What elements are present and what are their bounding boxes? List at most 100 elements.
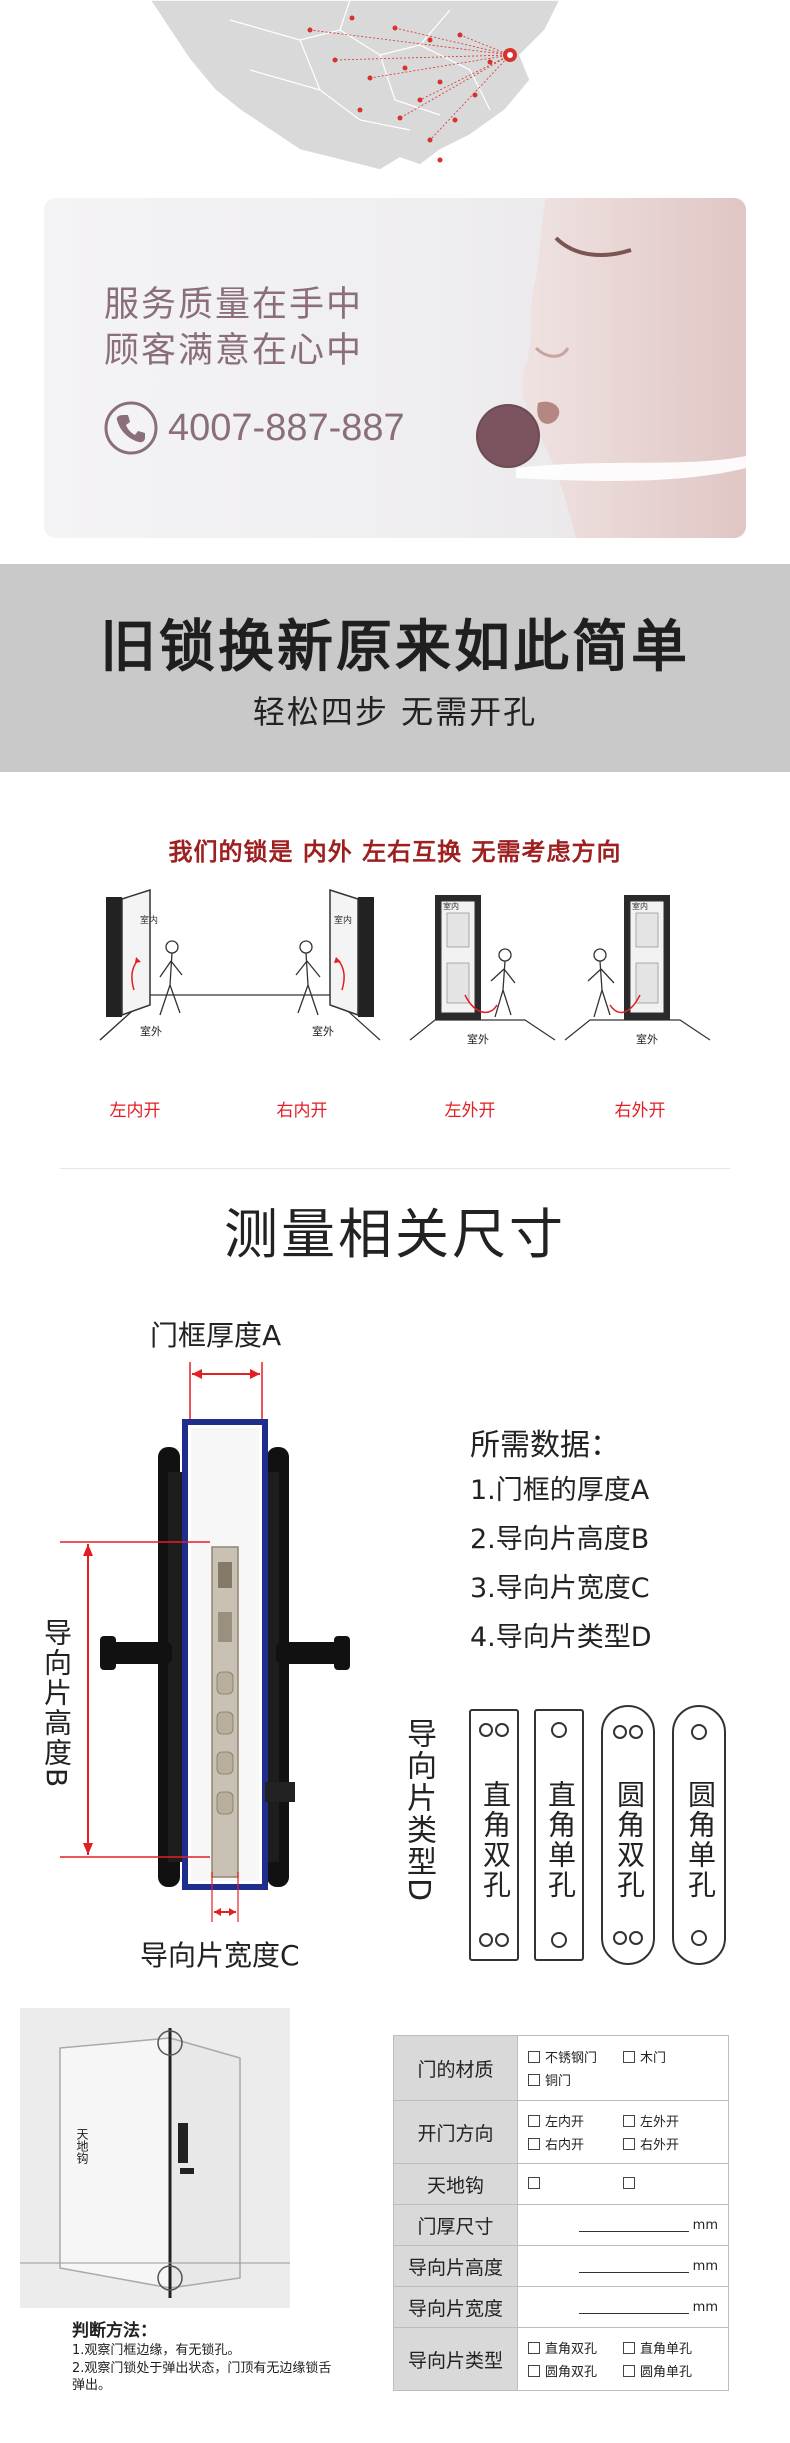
form-hook-label: 天地钩 (393, 2163, 518, 2205)
checkbox-icon (528, 2051, 540, 2063)
door-1-outdoor-text: 室外 (140, 1024, 162, 1038)
service-hotline[interactable]: 4007-887-887 (104, 401, 405, 455)
measure-title: 测量相关尺寸 (224, 1203, 566, 1266)
form-type-options: 直角双孔 直角单孔 圆角双孔 圆角单孔 (517, 2327, 729, 2391)
form-row-type: 导向片类型 直角双孔 直角单孔 圆角双孔 圆角单孔 (393, 2327, 729, 2391)
form-row-direction: 开门方向 左内开 左外开 右内开 右外开 (393, 2100, 729, 2164)
plate-type-2: 直角单孔 (544, 1780, 577, 1900)
form-type-label: 导向片类型 (393, 2327, 518, 2391)
section-divider (60, 1168, 730, 1169)
floor-ceiling-hook-photo: 天地钩 (20, 2008, 290, 2308)
form-row-width: 导向片宽度 mm (393, 2286, 729, 2328)
service-card: 服务质量在手中 顾客满意在心中 4007-887-887 (44, 198, 746, 538)
check-method-line-1: 1.观察门框边缘，有无锁孔。 (72, 2343, 241, 2358)
door-2-outdoor-text: 室外 (312, 1024, 334, 1038)
china-map (149, 0, 561, 171)
hook-option-2[interactable] (623, 2176, 718, 2192)
door-label-2: 右内开 (276, 1101, 328, 1121)
form-width-field[interactable]: mm (517, 2286, 729, 2328)
checkbox-icon (528, 2365, 540, 2377)
direction-option-2[interactable]: 左外开 (623, 2111, 718, 2130)
material-option-1[interactable]: 不锈钢门 (528, 2047, 623, 2066)
required-item-3: 3.导向片宽度C (470, 1573, 650, 1604)
checkbox-icon (623, 2051, 635, 2063)
door-diagram-right-inward: 室内 室外 (240, 888, 381, 1041)
service-slogan-line-2: 顾客满意在心中 (104, 331, 364, 371)
type-option-1[interactable]: 直角双孔 (528, 2338, 623, 2357)
check-method-line-2: 2.观察门锁处于弹出状态，门顶有无边缘锁舌弹出。 (72, 2361, 332, 2393)
door-direction-heading: 我们的锁是 内外 左右互换 无需考虑方向 (168, 837, 622, 866)
form-row-height: 导向片高度 mm (393, 2245, 729, 2287)
checkbox-icon (623, 2138, 635, 2150)
door-3-outdoor-text: 室外 (467, 1032, 489, 1046)
form-thickness-field[interactable]: mm (517, 2204, 729, 2246)
checkbox-icon (623, 2365, 635, 2377)
form-height-field[interactable]: mm (517, 2245, 729, 2287)
plate-round-double (601, 1705, 655, 1965)
checkbox-icon (528, 2115, 540, 2127)
banner-subtitle: 轻松四步 无需开孔 (252, 693, 538, 731)
guide-plate-types-diagram (469, 1705, 726, 1965)
material-option-2[interactable]: 木门 (623, 2047, 718, 2066)
type-option-3[interactable]: 圆角双孔 (528, 2361, 623, 2380)
plate-type-1: 直角双孔 (479, 1780, 512, 1900)
checkbox-icon (528, 2074, 540, 2086)
material-option-3[interactable]: 铜门 (528, 2070, 623, 2089)
checkbox-icon (528, 2176, 540, 2189)
door-label-4: 右外开 (614, 1101, 666, 1121)
door-4-indoor-text: 室内 (632, 901, 648, 911)
required-item-1: 1.门框的厚度A (470, 1475, 650, 1506)
plate-type-4: 圆角单孔 (684, 1780, 717, 1900)
phone-icon (104, 401, 158, 455)
direction-option-3[interactable]: 右内开 (528, 2134, 623, 2153)
checkbox-icon (623, 2176, 635, 2189)
required-item-2: 2.导向片高度B (470, 1524, 650, 1555)
door-diagram-right-outward: 室内 室外 (564, 895, 711, 1046)
form-thickness-label: 门厚尺寸 (393, 2204, 518, 2246)
form-row-hook: 天地钩 (393, 2163, 729, 2205)
form-hook-options (517, 2163, 729, 2205)
banner-title: 旧锁换新原来如此简单 (100, 615, 690, 680)
customer-service-photo (476, 198, 746, 538)
plate-type-3: 圆角双孔 (613, 1780, 646, 1900)
door-1-indoor-text: 室内 (140, 914, 158, 926)
hook-photo-text: 天地钩 (75, 2128, 89, 2165)
checkbox-icon (528, 2342, 540, 2354)
door-label-3: 左外开 (444, 1101, 496, 1121)
checkbox-icon (623, 2342, 635, 2354)
direction-option-4[interactable]: 右外开 (623, 2134, 718, 2153)
door-2-indoor-text: 室内 (334, 914, 352, 926)
check-method-title: 判断方法： (72, 2321, 157, 2341)
form-width-label: 导向片宽度 (393, 2286, 518, 2328)
form-height-label: 导向片高度 (393, 2245, 518, 2287)
door-diagram-left-outward: 室内 室外 (409, 895, 556, 1046)
form-direction-label: 开门方向 (393, 2100, 518, 2164)
promo-banner: 旧锁换新原来如此简单 轻松四步 无需开孔 (0, 564, 790, 772)
type-option-2[interactable]: 直角单孔 (623, 2338, 718, 2357)
required-item-4: 4.导向片类型D (470, 1622, 652, 1653)
plate-square-single (534, 1709, 584, 1961)
direction-option-1[interactable]: 左内开 (528, 2111, 623, 2130)
checkbox-icon (528, 2138, 540, 2150)
plate-width-label: 导向片宽度C (140, 1939, 300, 1972)
type-option-4[interactable]: 圆角单孔 (623, 2361, 718, 2380)
door-diagram-left-inward: 室内 室外 (99, 888, 240, 1041)
form-material-label: 门的材质 (393, 2035, 518, 2101)
required-data-title: 所需数据： (470, 1428, 620, 1463)
plate-round-single (672, 1705, 726, 1965)
door-4-outdoor-text: 室外 (636, 1032, 658, 1046)
checkbox-icon (623, 2115, 635, 2127)
service-slogan-line-1: 服务质量在手中 (104, 285, 364, 325)
plate-height-label: 导向片高度B (40, 1618, 73, 1790)
frame-thickness-label: 门框厚度A (150, 1319, 282, 1352)
form-direction-options: 左内开 左外开 右内开 右外开 (517, 2100, 729, 2164)
door-label-1: 左内开 (109, 1101, 161, 1121)
hook-option-1[interactable] (528, 2176, 623, 2192)
plate-type-label: 导向片类型D (401, 1718, 436, 1904)
lock-measurement-diagram (60, 1362, 350, 1922)
door-3-indoor-text: 室内 (443, 901, 459, 911)
form-row-thickness: 门厚尺寸 mm (393, 2204, 729, 2246)
form-material-options: 不锈钢门 木门 铜门 (517, 2035, 729, 2101)
form-row-material: 门的材质 不锈钢门 木门 铜门 (393, 2035, 729, 2101)
plate-square-double (469, 1709, 519, 1961)
